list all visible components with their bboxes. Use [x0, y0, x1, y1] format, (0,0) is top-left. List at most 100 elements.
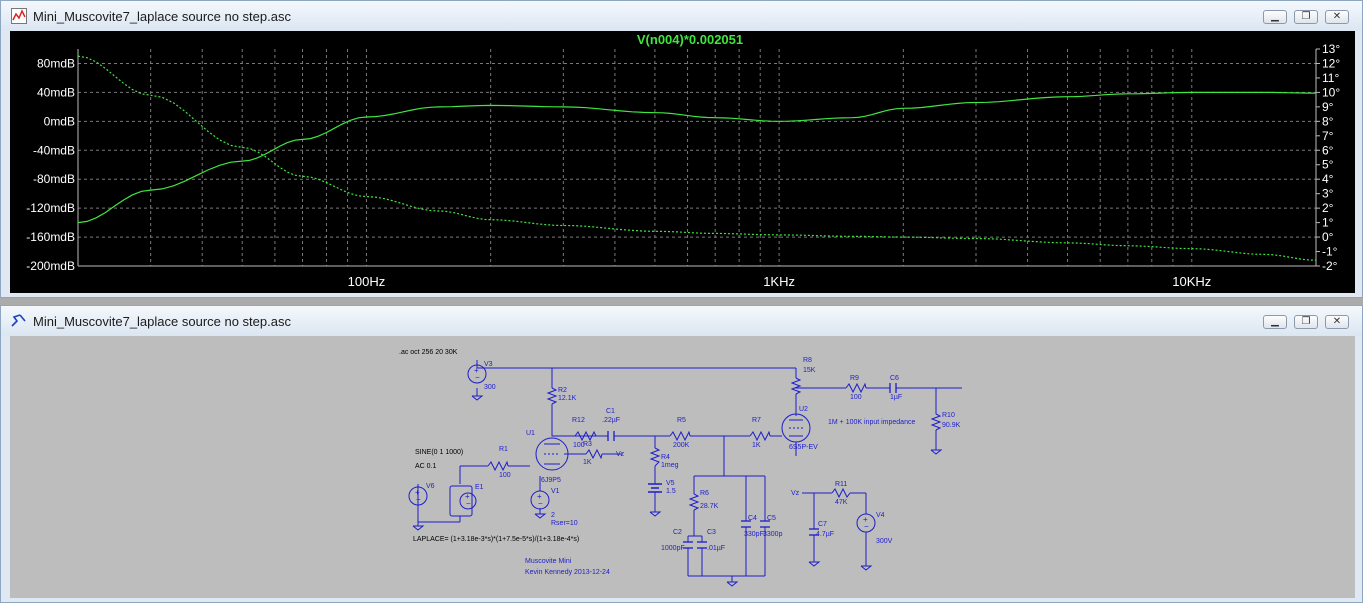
label-r4[interactable]: R4 [661, 454, 670, 461]
label-sine[interactable]: SINE(0 1 1000) [415, 449, 463, 456]
label-v4-value[interactable]: 300V [876, 538, 893, 545]
resistor-r3 [585, 448, 603, 460]
resistor-r8 [790, 377, 802, 395]
label-r9-value[interactable]: 100 [850, 394, 862, 401]
label-r7-value[interactable]: 1K [752, 442, 761, 449]
label-r6[interactable]: R6 [700, 490, 709, 497]
label-r11[interactable]: R11 [835, 481, 847, 488]
resistor-r7 [749, 430, 771, 442]
label-r8-value[interactable]: 15K [803, 367, 816, 374]
plot-titlebar[interactable]: Mini_Muscovite7_laplace source no step.a… [1, 1, 1362, 31]
svg-text:−: − [466, 499, 471, 508]
label-r5-value[interactable]: 200K [673, 442, 690, 449]
voltage-source-v1 [530, 490, 550, 510]
x-axis-tick-label: 10KHz [1172, 274, 1211, 289]
restore-button[interactable]: ❐ [1294, 315, 1318, 329]
label-c1[interactable]: C1 [606, 408, 615, 415]
tube-u1 [535, 437, 569, 471]
label-rser[interactable]: Rser=10 [551, 520, 578, 527]
right-axis-tick-label: 11° [1322, 71, 1339, 85]
label-r5[interactable]: R5 [677, 417, 686, 424]
label-v3[interactable]: V3 [484, 361, 493, 368]
svg-text:+: + [474, 366, 479, 375]
label-c4-value[interactable]: 330pF [744, 531, 764, 538]
label-r12-value[interactable]: 100 [573, 442, 585, 449]
label-r7[interactable]: R7 [752, 417, 761, 424]
label-v3-value[interactable]: 300 [484, 384, 496, 391]
right-axis-tick-label: 6° [1322, 143, 1334, 157]
label-v6[interactable]: V6 [426, 483, 435, 490]
label-c6[interactable]: C6 [890, 375, 899, 382]
label-u2-value[interactable]: 6S5P-EV [789, 444, 818, 451]
dependent-source-e1 [449, 485, 473, 517]
spice-directive[interactable]: .ac oct 256 20 30K [399, 349, 458, 356]
label-c7-value[interactable]: 4.7µF [816, 531, 834, 538]
label-v1[interactable]: V1 [551, 488, 560, 495]
label-c4[interactable]: C4 [748, 515, 757, 522]
right-axis-tick-label: 5° [1322, 158, 1334, 172]
label-r1-value[interactable]: 100 [499, 472, 511, 479]
label-u1[interactable]: U1 [526, 430, 535, 437]
close-button[interactable]: ✕ [1325, 10, 1349, 24]
label-r2[interactable]: R2 [558, 387, 567, 394]
label-vz[interactable]: Vz [616, 451, 625, 458]
left-axis-tick-label: 80mdB [37, 56, 75, 70]
right-axis-tick-label: 4° [1322, 172, 1334, 186]
label-r2-value[interactable]: 12.1K [558, 395, 577, 402]
schematic-window: Mini_Muscovite7_laplace source no step.a… [0, 305, 1363, 603]
right-axis-tick-label: 0° [1322, 230, 1334, 244]
label-c2[interactable]: C2 [673, 529, 682, 536]
resistor-r11 [831, 487, 851, 499]
label-u2[interactable]: U2 [799, 406, 808, 413]
voltage-source-v4 [856, 513, 876, 533]
phase-trace [77, 55, 1317, 261]
minimize-button[interactable]: ▁ [1263, 315, 1287, 329]
label-c6-value[interactable]: 1µF [890, 394, 902, 401]
label-c1-value[interactable]: .22µF [602, 417, 620, 424]
label-c7[interactable]: C7 [818, 521, 827, 528]
svg-text:+: + [415, 488, 420, 497]
minimize-button[interactable]: ▁ [1263, 10, 1287, 24]
label-r8[interactable]: R8 [803, 357, 812, 364]
label-c5[interactable]: C5 [767, 515, 776, 522]
label-c2-value[interactable]: 1000pF [661, 545, 685, 552]
label-r1[interactable]: R1 [499, 446, 508, 453]
tubes [535, 413, 811, 471]
label-v5-value[interactable]: 1.5 [666, 488, 676, 495]
label-v1-value[interactable]: 2 [551, 512, 555, 519]
label-u1-value[interactable]: 6J9P5 [541, 477, 561, 484]
label-c5-value[interactable]: 3300p [763, 531, 783, 538]
schematic-pane[interactable]: +− +− +− +− +− .ac oct 256 20 30K V3 [10, 336, 1355, 598]
label-r3[interactable]: R3 [583, 441, 592, 448]
label-r3-value[interactable]: 1K [583, 459, 592, 466]
label-c3-value[interactable]: .01µF [707, 545, 725, 552]
label-vz-2[interactable]: Vz [791, 490, 800, 497]
label-r10-value[interactable]: 90.9K [942, 422, 961, 429]
label-r10[interactable]: R10 [942, 412, 955, 419]
label-ac[interactable]: AC 0.1 [415, 463, 437, 470]
close-button[interactable]: ✕ [1325, 315, 1349, 329]
trace-label[interactable]: V(n004)*0.002051 [637, 32, 743, 47]
label-r9[interactable]: R9 [850, 375, 859, 382]
label-v5[interactable]: V5 [666, 480, 675, 487]
svg-text:−: − [864, 522, 869, 531]
label-v4[interactable]: V4 [876, 512, 885, 519]
svg-text:+: + [537, 492, 542, 501]
impedance-note[interactable]: 1M + 100K input impedance [828, 419, 915, 426]
label-r11-value[interactable]: 47K [835, 499, 848, 506]
wires [412, 360, 962, 587]
laplace-expression[interactable]: LAPLACE= (1+3.18e-3*s)*(1+7.5e-5*s)/(1+3… [413, 536, 579, 543]
bode-plot[interactable]: 80mdB40mdB0mdB-40mdB-80mdB-120mdB-160mdB… [10, 31, 1355, 293]
right-axis-tick-label: 7° [1322, 129, 1334, 143]
label-c3[interactable]: C3 [707, 529, 716, 536]
label-r12[interactable]: R12 [572, 417, 585, 424]
label-e1[interactable]: E1 [475, 484, 484, 491]
schematic-titlebar[interactable]: Mini_Muscovite7_laplace source no step.a… [1, 306, 1362, 336]
label-r4-value[interactable]: 1meg [661, 462, 679, 469]
x-axis-tick-label: 1KHz [763, 274, 795, 289]
label-r6-value[interactable]: 28.7K [700, 503, 719, 510]
restore-button[interactable]: ❐ [1294, 10, 1318, 24]
schematic-canvas[interactable]: +− +− +− +− +− .ac oct 256 20 30K V3 [10, 336, 1355, 598]
left-axis-tick-label: -80mdB [33, 172, 75, 186]
